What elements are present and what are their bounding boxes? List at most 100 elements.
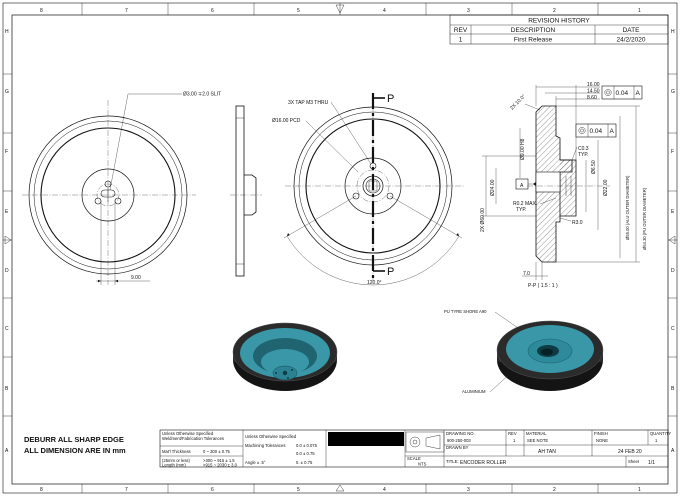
gdt-frame-1: 0.04 A [601,85,643,100]
revision-header: DESCRIPTION [511,27,556,34]
col-label: 8 [40,8,43,14]
col-label: 7 [125,487,128,493]
revision-title: REVISION HISTORY [528,18,590,25]
title-block: Unless Otherwise Specified Weldment/Fabr… [159,429,671,468]
title-label: TITLE: [446,459,459,464]
sheet-label: Sheet [628,459,640,464]
iso-view-left [232,322,338,391]
qty-label: QUANTITY [650,431,671,436]
mach-row-label: Machining Tolerances [245,443,285,448]
tol-header: Unless Otherwise Specified [162,431,214,436]
row-label: C [5,326,9,332]
slot-note: Ø3.00 ∓2.0 SLIT [183,92,221,98]
row-label: G [5,89,9,95]
outer-pu-dim: Ø64.30 (PU OUTER DIAMETER) [642,187,647,250]
date-value: 24 FEB 20 [618,449,642,455]
width-dim: 9.00 [131,275,141,281]
pcd-note: Ø16.00 PCD [272,118,301,124]
dim-1450: 14.50 [587,89,600,95]
tol-row-value: 0 ~ 300 ± 0.75 [203,449,231,454]
row-label: C [671,326,675,332]
outer-alu-dim: Ø55.00 (ALU OUTER DIAMETER) [625,175,630,240]
row-label: A [671,448,675,454]
col-label: 7 [125,8,128,14]
note-units: ALL DIMENSION ARE IN mm [24,446,126,455]
cut-label-top: P [387,93,394,105]
col-label: 4 [383,487,386,493]
projection-symbol-icon [409,436,421,448]
gdt-datum: A [610,128,615,135]
col-label: 3 [467,8,470,14]
revision-header: DATE [623,27,641,34]
datum-label: A [520,183,524,189]
tol-row-label: Length (mm) [162,463,186,468]
gdt-datum: A [636,90,641,97]
rev-value: 1 [513,438,516,443]
rev-label: REV [508,431,517,436]
row-label: A [5,448,9,454]
col-label: 4 [383,8,386,14]
row-label: G [671,89,675,95]
radius-r3: R3.0 [572,220,583,226]
material-value: SEE NOTE [527,438,548,443]
col-label: 8 [40,487,43,493]
qty-value: 1 [655,438,658,443]
scale-label: SCALE [407,456,421,461]
revision-description: First Release [514,37,553,44]
col-label: 6 [211,487,214,493]
center-mark-bottom [335,484,345,492]
mach-row-value: 0. ± 0.75 [296,460,313,465]
tol-row-label: (25mm or less) [162,458,191,463]
col-label: 3 [467,487,470,493]
company-logo-box [328,432,404,446]
section-front-view: P P 3X TAP M3 THRU Ø16.00 PCD 120.0° [272,93,464,286]
mach-row-value: 0.0 ± 0.075 [296,443,318,448]
row-label: D [5,268,9,274]
radius-typ: TYP. [516,207,526,213]
tol-row-label: Mat'l Thickness [162,449,191,454]
row-label: H [5,29,9,35]
finish-label: FINISH [594,431,608,436]
drawing-no-label: DRAWING NO. [446,431,475,436]
col-label: 1 [638,8,641,14]
mach-row-value: 0.0 ± 0.75 [296,451,315,456]
tyre-note: PU TYRE SHORE A90 [444,309,487,314]
drawn-label: DRAWN BY [446,445,469,450]
scale-value: NTS [418,462,427,467]
row-label: B [671,386,675,392]
sheet-value: 1/1 [648,460,655,466]
col-label: 2 [553,8,556,14]
dim-650: Ø6.50 [591,160,597,174]
row-zone-markers: H G F E D C B A H G F E D C B A [3,29,677,454]
dim-2200: Ø22.00 [603,179,609,196]
revision-date: 24/2/2020 [617,37,646,44]
col-label: 5 [297,487,300,493]
side-view [230,105,262,277]
dim-7: 7.0 [523,271,530,277]
mach-header: Unless Otherwise Specified [245,434,297,439]
finish-value: NONE [596,438,608,443]
note-deburr: DEBURR ALL SHARP EDGE [24,435,124,444]
revision-rev: 1 [459,37,463,44]
iso-view-right: PU TYRE SHORE A90 ALUMINIUM [444,309,604,394]
gdt-frame-2: 0.04 A [575,123,617,138]
col-label: 2 [553,487,556,493]
dim-860: 8.60 [587,95,597,101]
drawing-title: ENCODER ROLLER [460,460,507,466]
row-label: E [5,209,9,215]
bore-dim: Ø9.00 H8 [520,138,526,160]
chamfer-typ: TYP. [578,152,588,158]
slot-leader [109,93,129,191]
dim-16: 16.00 [587,82,600,88]
dim-2x60: 2X Ø60.00 [480,208,486,232]
section-label: P-P ( 1.5 : 1 ) [528,283,558,289]
row-label: D [671,268,675,274]
drawn-value: AH TAN [538,449,556,455]
tol-sub: Weldment/Fabrication Tolerances [162,436,224,441]
row-label: F [671,149,674,155]
alu-note: ALUMINIUM [462,389,486,394]
revision-table: REVISION HISTORY REV DESCRIPTION DATE 1 … [449,14,669,45]
col-label: 6 [211,8,214,14]
revision-header: REV [454,27,468,34]
